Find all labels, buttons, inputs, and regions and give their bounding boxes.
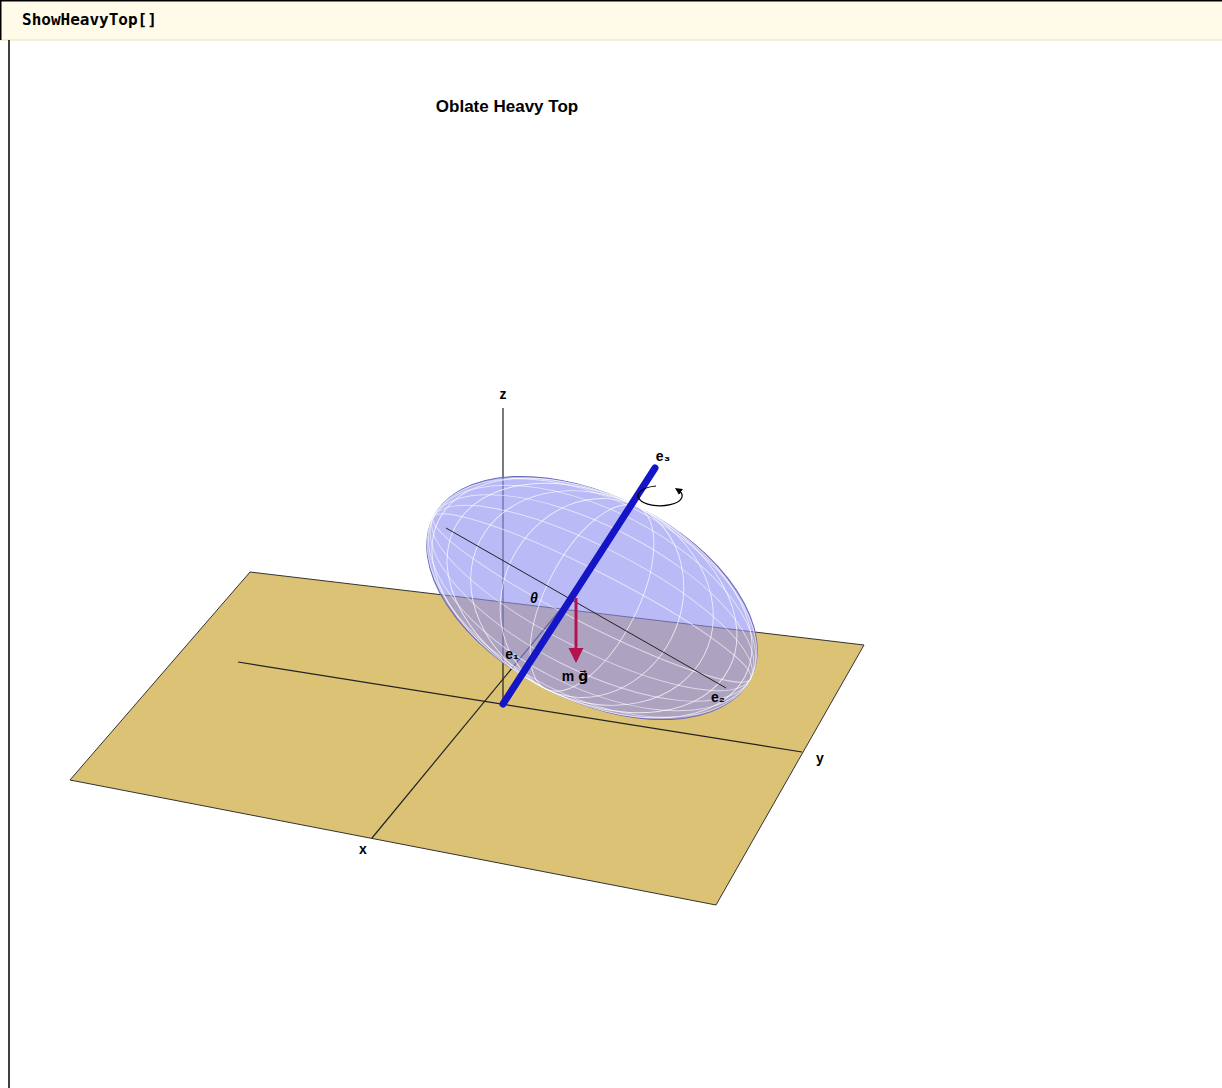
- e2-axis-line: [446, 528, 726, 688]
- ellipsoid-grid-line: [410, 472, 774, 725]
- input-code: ShowHeavyTop[]: [22, 10, 157, 29]
- ellipsoid-grid-line: [421, 494, 762, 703]
- ellipsoid-body: [387, 426, 797, 769]
- ellipsoid-grid-line: [389, 429, 796, 766]
- gravity-arrow: [575, 598, 578, 660]
- ellipsoid-grid-line: [434, 450, 751, 746]
- axis-label: e₂: [711, 690, 725, 704]
- cell-bracket: [8, 40, 10, 1088]
- cell-frame: [0, 0, 2, 40]
- axis-label: z: [500, 387, 507, 401]
- symmetry-axis-rod: [503, 468, 655, 704]
- ellipsoid: [387, 426, 797, 769]
- axis-label: x: [359, 842, 367, 856]
- cell-frame: [0, 0, 1222, 2]
- ellipsoid-grid-line: [466, 467, 717, 730]
- spin-arrow: [638, 486, 682, 506]
- force-label: m g⃗: [562, 669, 588, 683]
- ellipsoid-grid-line: [393, 438, 790, 757]
- cell-divider: [0, 40, 1222, 41]
- ellipsoid-grid-line: [408, 437, 775, 759]
- axis-label: e₁: [505, 647, 519, 661]
- ellipsoid-grid-line: [505, 486, 680, 710]
- input-cell-band: [0, 0, 1222, 40]
- axis-label: y: [816, 751, 824, 765]
- ellipsoid-grid-line: [392, 429, 791, 767]
- plot-title: Oblate Heavy Top: [436, 97, 578, 117]
- axis-label: e₃: [656, 449, 670, 463]
- angle-label: θ: [530, 591, 538, 605]
- ellipsoid-grid-line: [401, 453, 784, 743]
